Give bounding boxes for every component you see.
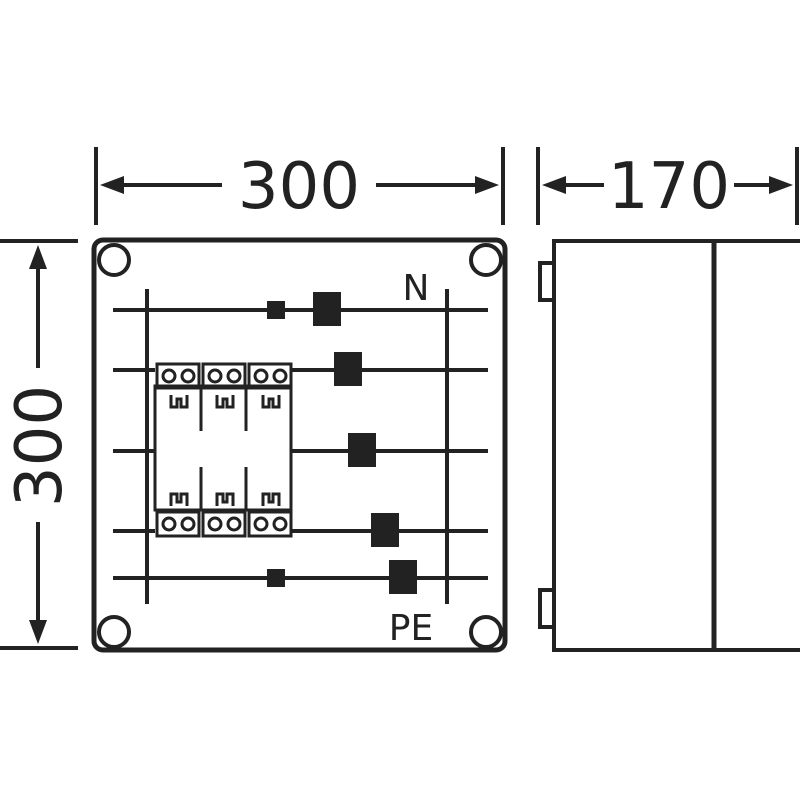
arrowhead-left-icon	[100, 176, 124, 194]
terminal-block	[389, 560, 417, 594]
terminal-block	[313, 292, 341, 326]
depth-dimension	[536, 147, 799, 225]
terminal-block	[371, 513, 399, 547]
arrowhead-right-icon	[475, 176, 499, 194]
switch-terminal-bottom	[201, 510, 247, 538]
arrowhead-depth-right-icon	[769, 176, 793, 194]
switch-terminal-bottom	[247, 510, 293, 538]
terminal-block	[348, 433, 376, 467]
clamp-screw-icon	[215, 492, 235, 506]
three-pole-switch	[153, 362, 293, 538]
switch-terminal-bottom	[155, 510, 201, 538]
hinge-bottom	[538, 588, 556, 629]
protective-earth-label: PE	[389, 608, 433, 649]
width-dimension-label: 300	[238, 150, 360, 224]
front-view	[91, 237, 508, 653]
height-dimension	[0, 239, 78, 650]
arrowhead-depth-left-icon	[542, 176, 566, 194]
clamp-screw-icon	[261, 395, 281, 409]
arrowhead-down-icon	[29, 620, 47, 644]
height-dimension-label: 300	[3, 385, 77, 507]
terminal-block	[334, 352, 362, 386]
clamp-screw-icon	[169, 395, 189, 409]
terminal-small	[267, 569, 285, 587]
clamp-screw-icon	[215, 395, 235, 409]
enclosure-outline	[91, 237, 508, 653]
switch-body	[153, 384, 293, 512]
arrowhead-up-icon	[29, 245, 47, 269]
switch-terminal-top	[155, 362, 201, 390]
width-dimension	[94, 147, 505, 225]
hinge-top	[538, 261, 556, 302]
neutral-label: N	[403, 268, 430, 309]
terminal-small	[267, 301, 285, 319]
depth-dimension-label: 170	[608, 150, 730, 224]
screw-hole-icon	[97, 615, 131, 649]
clamp-screw-icon	[261, 492, 281, 506]
side-view	[538, 239, 800, 652]
screw-hole-icon	[97, 243, 131, 277]
switch-terminal-top	[201, 362, 247, 390]
clamp-screw-icon	[169, 492, 189, 506]
screw-hole-icon	[469, 243, 503, 277]
switch-terminal-top	[247, 362, 293, 390]
screw-hole-icon	[469, 615, 503, 649]
side-outline	[552, 239, 800, 652]
